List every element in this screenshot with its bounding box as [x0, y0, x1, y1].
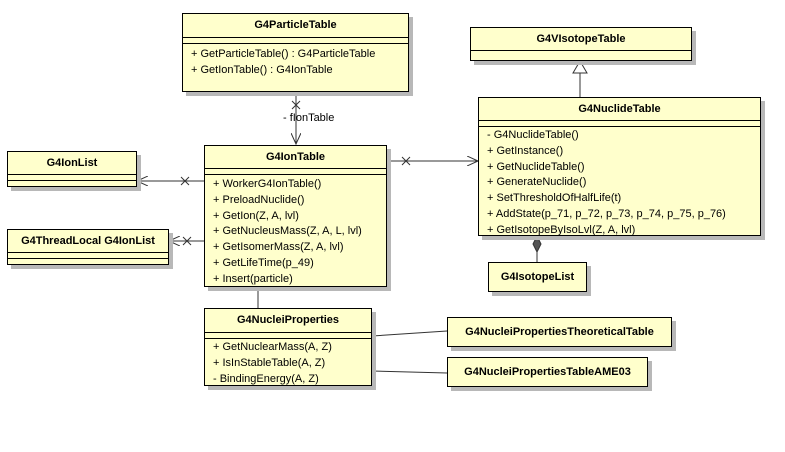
operation: + GetIsomerMass(Z, A, lvl) — [213, 241, 344, 254]
operation: - BindingEnergy(A, Z) — [213, 372, 319, 385]
class-g4nucleiproperties[interactable]: G4NucleiProperties + GetNuclearMass(A, Z… — [204, 308, 372, 386]
operation: + WorkerG4IonTable() — [213, 178, 322, 190]
association-iontable-threadlocal — [169, 237, 204, 245]
class-name: G4IonTable — [265, 151, 326, 163]
role-label-fiontable: - fIonTable — [283, 112, 335, 124]
operation: - G4NuclideTable() — [487, 129, 579, 141]
class-name: G4NucleiProperties — [236, 314, 340, 326]
operation: + AddState(p_71, p_72, p_73, p_74, p_75,… — [487, 207, 726, 220]
operation: + GetIon(Z, A, lvl) — [213, 209, 299, 222]
class-g4ionlist[interactable]: G4IonList — [7, 151, 137, 187]
association-nucleiproperties-ame03 — [371, 370, 448, 374]
generalization-nuclidetable-visotopetable — [572, 60, 588, 97]
operation: + GetNuclideTable() — [487, 160, 585, 173]
class-g4particletable[interactable]: G4ParticleTable + GetParticleTable() : G… — [182, 13, 409, 92]
operation: + GetIsotopeByIsoLvl(Z, A, lvl) — [487, 223, 636, 236]
operation: + IsInStableTable(A, Z) — [213, 356, 326, 369]
association-particletable-iontable — [292, 92, 300, 144]
operation: + GetInstance() — [487, 144, 564, 157]
class-name: G4NucleiPropertiesTableAME03 — [464, 366, 631, 378]
class-g4isotopelist[interactable]: G4IsotopeList — [488, 262, 587, 292]
operation: + SetThresholdOfHalfLife(t) — [487, 192, 622, 205]
operation: + PreloadNuclide() — [213, 193, 305, 206]
class-g4nucleipropertiestheoreticaltable[interactable]: G4NucleiPropertiesTheoreticalTable — [447, 317, 672, 347]
operation: + GetParticleTable() : G4ParticleTable — [191, 48, 376, 60]
operation: + GenerateNuclide() — [487, 176, 587, 189]
class-name: G4VIsotopeTable — [536, 33, 626, 45]
association-iontable-ionlist — [137, 177, 204, 185]
class-g4nucleipropertiestableame03[interactable]: G4NucleiPropertiesTableAME03 — [447, 357, 648, 387]
class-g4threadlocal-g4ionlist[interactable]: G4ThreadLocal G4IonList — [7, 229, 169, 265]
operation: + Insert(particle) — [213, 272, 293, 285]
class-name: G4IonList — [46, 157, 98, 169]
class-g4visotopetable[interactable]: G4VIsotopeTable — [470, 27, 692, 61]
class-name: G4NuclideTable — [578, 103, 661, 115]
class-name: G4NucleiPropertiesTheoreticalTable — [465, 326, 654, 338]
class-g4nuclidetable[interactable]: G4NuclideTable - G4NuclideTable() + GetI… — [478, 97, 761, 236]
operation: + GetLifeTime(p_49) — [213, 256, 314, 269]
association-nucleiproperties-theoretical — [371, 330, 448, 337]
class-name: G4IsotopeList — [500, 271, 575, 283]
composition-nuclidetable-isotopelist — [532, 234, 542, 262]
operation: + GetIonTable() : G4IonTable — [191, 63, 333, 76]
class-name: G4ThreadLocal G4IonList — [21, 235, 155, 247]
operation: + GetNucleusMass(Z, A, L, lvl) — [213, 225, 362, 238]
association-iontable-nuclidetable — [387, 157, 478, 165]
class-name: G4ParticleTable — [254, 19, 337, 31]
class-g4iontable[interactable]: G4IonTable + WorkerG4IonTable() + Preloa… — [204, 145, 387, 287]
operation: + GetNuclearMass(A, Z) — [213, 341, 332, 353]
